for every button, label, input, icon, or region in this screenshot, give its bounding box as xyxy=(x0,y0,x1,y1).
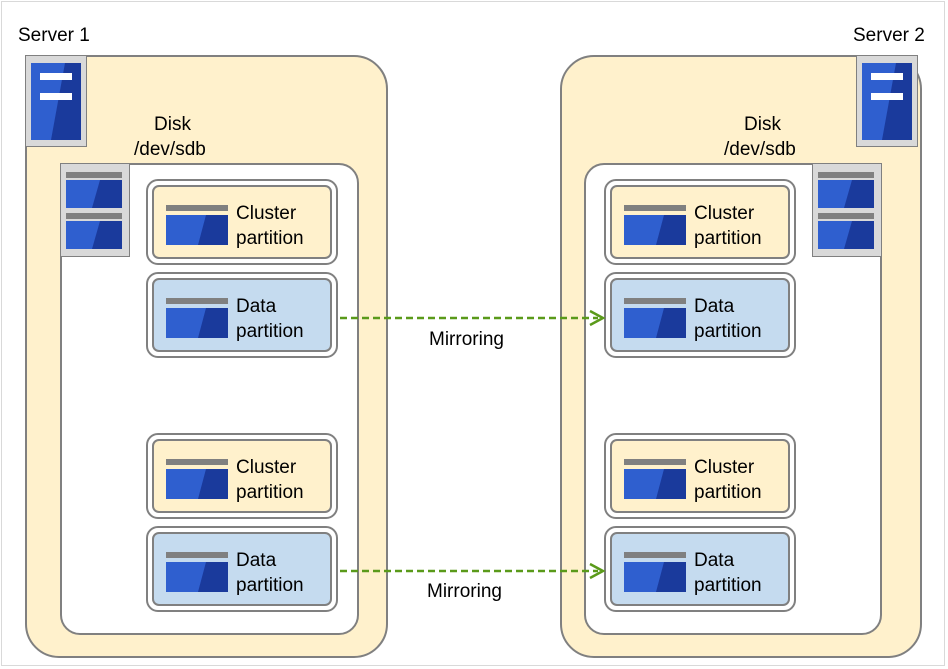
mirroring-label-1: Mirroring xyxy=(429,329,504,350)
mirror-arrow xyxy=(340,309,606,327)
mirror-arrow xyxy=(340,562,606,580)
partition-icon xyxy=(624,298,686,338)
server-2-disk-label: Disk xyxy=(744,114,781,135)
disk-icon xyxy=(60,163,130,257)
partition-icon xyxy=(166,459,228,499)
server-2-title: Server 2 xyxy=(853,25,925,46)
partition-icon xyxy=(166,205,228,245)
mirroring-label-2: Mirroring xyxy=(427,581,502,602)
partition-icon xyxy=(624,205,686,245)
server-1-title: Server 1 xyxy=(18,25,90,46)
server-1-disk-label: Disk xyxy=(154,114,191,135)
partition-icon xyxy=(166,552,228,592)
server-icon xyxy=(25,55,87,147)
partition-icon xyxy=(624,552,686,592)
server-2-disk-device: /dev/sdb xyxy=(724,139,796,160)
server-1-disk-device: /dev/sdb xyxy=(134,139,206,160)
server-icon xyxy=(856,55,918,147)
disk-icon xyxy=(812,163,882,257)
partition-icon xyxy=(624,459,686,499)
partition-icon xyxy=(166,298,228,338)
